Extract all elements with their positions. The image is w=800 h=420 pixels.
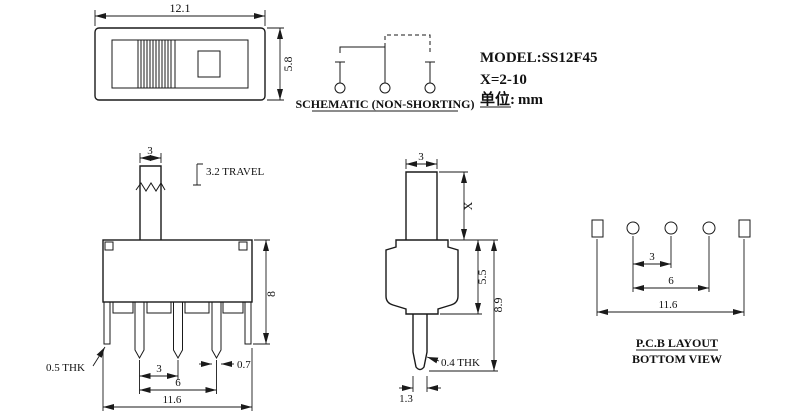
base-rib <box>222 301 244 314</box>
unit-label: 单位: <box>480 90 515 108</box>
pcb-hole-3 <box>702 221 716 235</box>
front-height-dim: 8 <box>264 291 278 297</box>
frame-tab-left <box>104 241 114 251</box>
pcb-caption-line1: P.C.B LAYOUT <box>636 336 718 350</box>
contact-open-path <box>384 34 431 53</box>
side-view: 3 X 5.5 8.9 1.3 0.4 THK <box>385 151 505 405</box>
pcb-layout: 3 6 11.6 P.C.B LAYOUT BOTTOM VIEW <box>591 219 751 366</box>
terminal-pin-1 <box>134 302 145 360</box>
lever-width-dim: 3 <box>147 145 153 157</box>
knob-knurling <box>140 40 172 88</box>
pcb-span-dim: 6 <box>668 275 674 287</box>
pin-pitch-dim: 3 <box>156 363 162 375</box>
actuator-lever <box>139 165 162 240</box>
frame-tab-right <box>238 241 248 251</box>
terminal-pin-3 <box>211 302 222 360</box>
knob-tab <box>197 50 221 78</box>
top-view-width-dim: 12.1 <box>170 1 191 15</box>
terminal-pin-2 <box>173 302 183 360</box>
model-number: MODEL:SS12F45 <box>480 50 598 66</box>
pin-span-dim: 6 <box>175 377 181 389</box>
base-rib <box>184 301 210 314</box>
switch-front-body <box>102 239 253 303</box>
pcb-width-dim: 11.6 <box>659 299 678 311</box>
terminal-1-circle <box>334 82 346 94</box>
top-view: 12.1 5.8 <box>94 1 295 101</box>
front-view: 3 3.2 TRAVEL 8 0.5 THK 3 6 <box>46 145 278 411</box>
mounting-leg-left <box>103 301 111 345</box>
common-terminal-circle <box>379 82 391 94</box>
contact-closed-path <box>339 46 386 62</box>
pcb-hole-2 <box>664 221 678 235</box>
base-rib <box>112 301 134 314</box>
front-overall-width-dim: 11.6 <box>163 394 182 406</box>
side-body-height-dim: 5.5 <box>475 270 489 285</box>
mounting-slot-right <box>738 219 751 238</box>
side-total-height-dim: 8.9 <box>491 298 505 313</box>
pcb-hole-1 <box>626 221 640 235</box>
solder-pin-side <box>412 314 428 371</box>
side-pin-thickness-dim: 0.4 THK <box>441 357 480 369</box>
title-block: MODEL:SS12F45 X=2-10 单位: mm <box>480 50 598 108</box>
switch-top-body <box>94 27 266 101</box>
schematic-symbol: SCHEMATIC (NON-SHORTING) <box>295 34 475 112</box>
pcb-pitch-dim: 3 <box>649 251 655 263</box>
actuator-height-dim: X <box>461 201 475 210</box>
travel-dim: 3.2 TRAVEL <box>206 166 265 178</box>
side-actuator-width-dim: 3 <box>418 151 424 163</box>
terminal-2-circle <box>424 82 436 94</box>
base-rib <box>146 301 172 314</box>
schematic-caption: SCHEMATIC (NON-SHORTING) <box>295 97 474 111</box>
unit-value: mm <box>518 92 543 108</box>
actuator-side <box>405 171 438 240</box>
mounting-leg-right <box>244 301 252 345</box>
break-line <box>135 182 166 192</box>
mounting-slot-left <box>591 219 604 238</box>
pcb-caption-line2: BOTTOM VIEW <box>632 352 722 366</box>
top-view-height-dim: 5.8 <box>281 57 295 72</box>
switch-side-body <box>385 239 459 315</box>
side-pin-width-dim: 1.3 <box>399 393 413 405</box>
terminal-thickness-dim: 0.5 THK <box>46 362 85 374</box>
pin-width-dim: 0.7 <box>237 359 251 371</box>
slider-slot <box>111 39 249 89</box>
x-range: X=2-10 <box>480 72 527 88</box>
